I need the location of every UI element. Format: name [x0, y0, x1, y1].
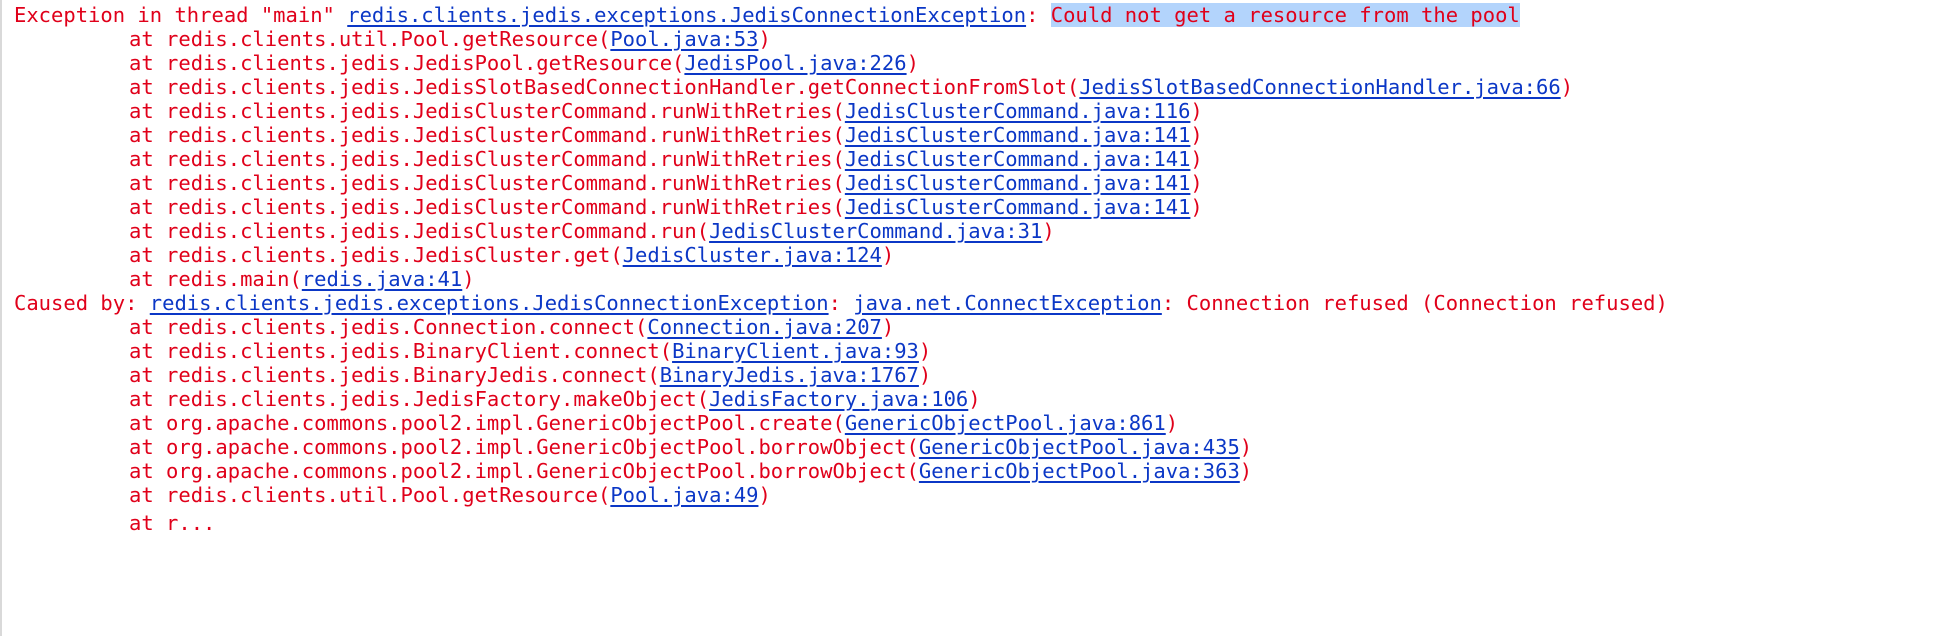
caused-by-class2-link[interactable]: java.net.ConnectException [853, 291, 1162, 315]
frame-close: ) [881, 243, 895, 267]
frame-close: ) [1165, 411, 1179, 435]
frame-source-link[interactable]: BinaryClient.java:93 [672, 339, 919, 363]
frame-close: ) [968, 387, 981, 411]
frame-close: ) [1560, 75, 1574, 99]
stack-frame: at redis.clients.jedis.JedisClusterComma… [14, 120, 1203, 150]
frame-close: ) [918, 339, 932, 363]
frame-source-link[interactable]: JedisClusterCommand.java:141 [844, 123, 1191, 147]
frame-text: at redis.clients.jedis.BinaryJedis.conne… [129, 363, 660, 387]
frame-close: ) [918, 363, 932, 387]
stack-frame: at redis.clients.util.Pool.getResource(P… [14, 480, 771, 510]
stack-frame: at redis.clients.jedis.JedisClusterComma… [14, 144, 1203, 174]
stack-frame: at redis.clients.jedis.JedisClusterComma… [14, 216, 1055, 246]
frame-close: ) [1239, 435, 1253, 459]
frame-close: ) [462, 267, 475, 291]
frame-text: at redis.clients.jedis.JedisClusterComma… [129, 195, 845, 219]
frame-text: at redis.clients.jedis.JedisSlotBasedCon… [129, 75, 1080, 99]
caused-by-message: : Connection refused (Connection refused… [1161, 291, 1668, 315]
frame-text: at org.apache.commons.pool2.impl.Generic… [129, 435, 919, 459]
frame-source-link[interactable]: Connection.java:207 [647, 315, 882, 339]
stack-frame: at redis.clients.jedis.JedisFactory.make… [14, 384, 981, 414]
frame-text: at redis.clients.util.Pool.getResource( [129, 27, 611, 51]
frame-source-link[interactable]: JedisClusterCommand.java:116 [844, 99, 1191, 123]
stack-frame: at redis.clients.jedis.JedisClusterComma… [14, 168, 1203, 198]
frame-close: ) [758, 27, 771, 51]
exception-class-link[interactable]: redis.clients.jedis.exceptions.JedisConn… [347, 3, 1027, 27]
frame-text: at redis.clients.jedis.JedisClusterComma… [129, 171, 845, 195]
frame-source-link[interactable]: BinaryJedis.java:1767 [659, 363, 919, 387]
frame-source-link[interactable]: JedisClusterCommand.java:141 [844, 171, 1191, 195]
frame-text: at redis.clients.jedis.JedisClusterComma… [129, 219, 710, 243]
frame-source-link[interactable]: GenericObjectPool.java:435 [918, 435, 1240, 459]
stack-frame: at redis.clients.jedis.Connection.connec… [14, 312, 894, 342]
partial-stack-frame: at r... [14, 508, 215, 538]
frame-text: at org.apache.commons.pool2.impl.Generic… [129, 459, 919, 483]
stack-frame: at redis.clients.jedis.JedisPool.getReso… [14, 48, 919, 78]
frame-source-link[interactable]: JedisCluster.java:124 [622, 243, 882, 267]
frame-source-link[interactable]: JedisClusterCommand.java:141 [844, 147, 1191, 171]
frame-text: at redis.clients.util.Pool.getResource( [129, 483, 611, 507]
frame-text: at redis.clients.jedis.BinaryClient.conn… [129, 339, 673, 363]
frame-source-link[interactable]: JedisSlotBasedConnectionHandler.java:66 [1079, 75, 1561, 99]
stack-frame: at redis.main(redis.java:41) [14, 264, 475, 294]
stack-frame: at org.apache.commons.pool2.impl.Generic… [14, 456, 1252, 486]
frame-text: at redis.clients.jedis.JedisClusterComma… [129, 123, 845, 147]
exception-message-selected[interactable]: Could not get a resource from the pool [1050, 3, 1520, 27]
frame-text: at redis.clients.jedis.JedisCluster.get( [129, 243, 623, 267]
frame-close: ) [1190, 123, 1203, 147]
frame-source-link[interactable]: Pool.java:49 [610, 483, 759, 507]
frame-source-link[interactable]: Pool.java:53 [610, 27, 759, 51]
frame-source-link[interactable]: GenericObjectPool.java:363 [918, 459, 1240, 483]
frame-source-link[interactable]: redis.java:41 [301, 267, 463, 291]
caused-by-separator: : [828, 291, 854, 315]
stack-frame: at org.apache.commons.pool2.impl.Generic… [14, 408, 1178, 438]
stack-frame: at redis.clients.jedis.JedisClusterComma… [14, 96, 1203, 126]
frame-close: ) [1190, 99, 1203, 123]
frame-text: at redis.clients.jedis.JedisClusterComma… [129, 99, 845, 123]
frame-text: at redis.clients.jedis.JedisClusterComma… [129, 147, 845, 171]
frame-text: at org.apache.commons.pool2.impl.Generic… [129, 411, 845, 435]
frame-close: ) [906, 51, 919, 75]
caused-by-prefix: Caused by: [14, 291, 150, 315]
frame-close: ) [1190, 147, 1203, 171]
frame-close: ) [1239, 459, 1253, 483]
stack-frame: at redis.clients.jedis.JedisSlotBasedCon… [14, 72, 1573, 102]
frame-close: ) [881, 315, 895, 339]
frame-source-link[interactable]: JedisClusterCommand.java:141 [844, 195, 1191, 219]
frame-close: ) [758, 483, 771, 507]
frame-text: at redis.main( [129, 267, 302, 291]
caused-by-line: Caused by: redis.clients.jedis.exception… [14, 288, 1668, 318]
exception-prefix: Exception in thread "main" [14, 3, 348, 27]
frame-text: at redis.clients.jedis.JedisPool.getReso… [129, 51, 685, 75]
frame-source-link[interactable]: JedisClusterCommand.java:31 [709, 219, 1043, 243]
stack-frame: at org.apache.commons.pool2.impl.Generic… [14, 432, 1252, 462]
frame-text: at redis.clients.jedis.JedisFactory.make… [129, 387, 710, 411]
frame-close: ) [1190, 195, 1203, 219]
frame-source-link[interactable]: JedisFactory.java:106 [709, 387, 969, 411]
frame-close: ) [1190, 171, 1203, 195]
stack-frame: at redis.clients.jedis.BinaryClient.conn… [14, 336, 931, 366]
exception-line: Exception in thread "main" redis.clients… [14, 0, 1520, 30]
stack-frame: at redis.clients.jedis.JedisClusterComma… [14, 192, 1203, 222]
caused-by-class-link[interactable]: redis.clients.jedis.exceptions.JedisConn… [149, 291, 829, 315]
stack-frame: at redis.clients.jedis.JedisCluster.get(… [14, 240, 894, 270]
frame-text: at r... [129, 511, 216, 535]
frame-text: at redis.clients.jedis.Connection.connec… [129, 315, 648, 339]
frame-source-link[interactable]: GenericObjectPool.java:861 [844, 411, 1166, 435]
stack-frame: at redis.clients.jedis.BinaryJedis.conne… [14, 360, 931, 390]
frame-close: ) [1042, 219, 1055, 243]
stack-frame: at redis.clients.util.Pool.getResource(P… [14, 24, 771, 54]
exception-separator: : [1026, 3, 1051, 27]
frame-source-link[interactable]: JedisPool.java:226 [684, 51, 907, 75]
